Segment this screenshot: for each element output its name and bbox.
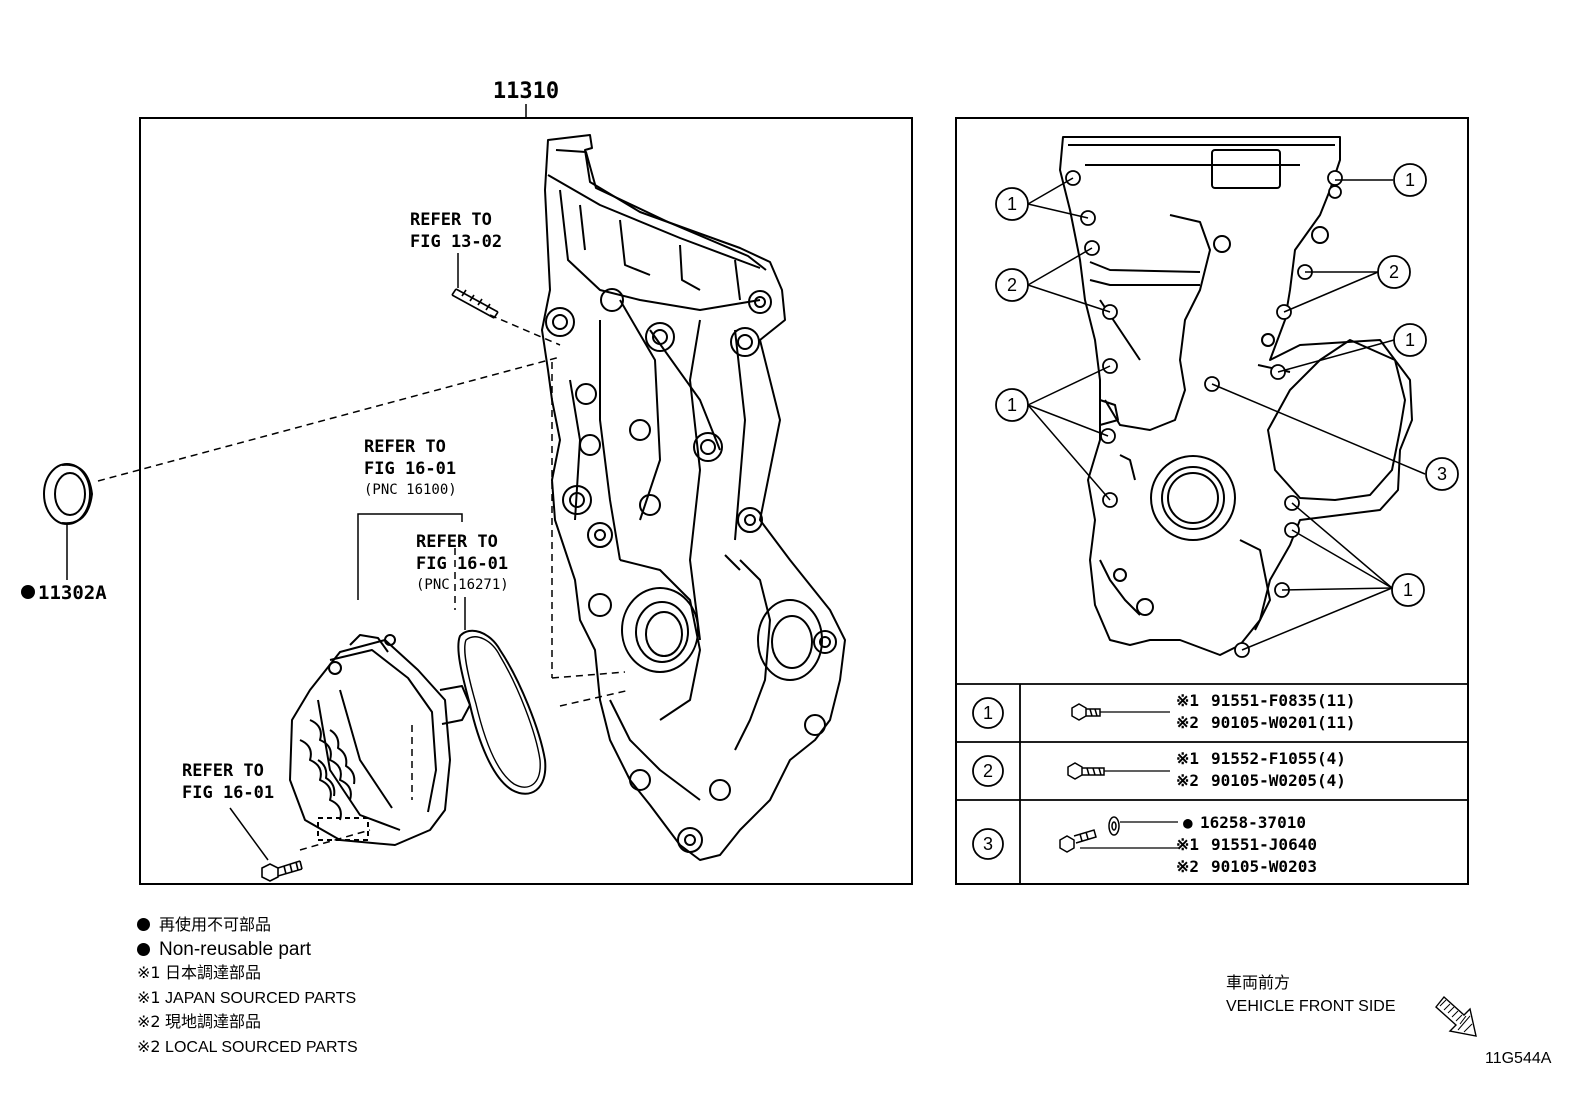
bolt-callout-line2: FIG 16-01 [182,783,274,803]
bolt-marker: 1 [1393,163,1427,197]
bolt-marker: 2 [995,268,1029,302]
legend-japan-en: ※1 JAPAN SOURCED PARTS [137,987,357,1007]
bolt-marker: 1 [0,0,5,4]
gasket-callout-line1: REFER TO [416,532,498,552]
svg-text:1: 1 [1007,395,1017,415]
part-number: 90105-W0205(4) [1211,771,1346,790]
stud-bolt-drawing [451,288,499,319]
part-number: 91552-F1055(4) [1211,749,1346,768]
part-number: 90105-W0201(11) [1211,713,1356,732]
pump-bolt-drawing [261,860,303,882]
bolt-icon [1071,703,1170,721]
part-number: 90105-W0203 [1211,857,1317,876]
bolt-callout-line1: REFER TO [182,761,264,781]
svg-text:1: 1 [1007,194,1017,214]
nonreusable-dot-icon [21,585,35,599]
leader-lines [229,253,466,861]
row-key: 2 [983,761,993,781]
bolt-marker: 1 [1393,323,1427,357]
part-number: 91551-F0835(11) [1211,691,1356,710]
bolt-marker: 1 [1391,573,1425,607]
vehicle-front-jp: 車両前方 [1226,975,1291,992]
part-mark: ● [1183,813,1193,832]
oil-seal-drawing [43,463,94,580]
bolt-holes [1065,170,1343,658]
svg-text:2: 2 [1389,262,1399,282]
gasket-callout-pnc: (PNC 16271) [416,577,509,593]
pump-callout-line2: FIG 16-01 [364,459,456,479]
bolt-marker: 2 [1377,255,1411,289]
water-pump-drawing [289,634,471,846]
alignment-lines [97,314,631,851]
bolt-table-row: 3 ● 16258-37010 ※1 91551-J0640 ※2 90105-… [972,813,1317,876]
part-mark: ※2 [1176,771,1199,790]
part-mark: ※2 [1176,857,1199,876]
bolt-table-row: 2 ※1 91552-F1055(4) ※2 90105-W0205(4) [972,749,1346,790]
legend-local-jp: ※2 現地調達部品 [137,1012,262,1031]
vehicle-front-label: 車両前方 VEHICLE FRONT SIDE [1226,972,1396,1018]
bolt-washer-icon [1059,816,1180,853]
oil-seal-part-number: 11302A [38,582,107,604]
marker-leaders [1027,177,1426,651]
bolt-marker: 1 [995,187,1029,221]
bolt-markers: 1 1 1 1 1 1 2 2 3 [0,0,1459,607]
gasket-callout-line2: FIG 16-01 [416,554,508,574]
row-key: 3 [983,834,993,854]
svg-text:3: 3 [1437,464,1447,484]
figure-code: 11G544A [1485,1050,1552,1067]
gasket-drawing [457,629,547,795]
part-mark: ※1 [1176,691,1199,710]
vehicle-front-arrow-icon [1435,995,1477,1037]
part-mark: ※1 [1176,835,1199,854]
part-number: 91551-J0640 [1211,835,1317,854]
main-part-number: 11310 [493,79,559,104]
part-mark: ※2 [1176,713,1199,732]
legend-nonreusable-en: Non-reusable part [137,938,358,962]
legend: 再使用不可部品 Non-reusable part ※1 日本調達部品 ※1 J… [137,914,358,1059]
row-key: 1 [983,703,993,723]
bolt-marker: 1 [995,388,1029,422]
nonreusable-dot-icon [137,942,150,956]
pump-callout-line1: REFER TO [364,437,446,457]
legend-nonreusable-jp: 再使用不可部品 [137,914,358,938]
pump-callout-pnc: (PNC 16100) [364,482,457,498]
nonreusable-dot-icon [137,918,150,931]
bolt-table-row: 1 ※1 91551-F0835(11) ※2 90105-W0201(11) [972,691,1356,732]
legend-japan-jp: ※1 日本調達部品 [137,963,262,982]
part-mark: ※1 [1176,749,1199,768]
bolt-icon [1067,762,1170,780]
legend-local-en: ※2 LOCAL SOURCED PARTS [137,1036,358,1056]
part-number: 16258-37010 [1200,813,1306,832]
svg-text:1: 1 [1405,170,1415,190]
bolt-table [956,683,1468,884]
bolt-marker: 3 [1425,457,1459,491]
timing-cover-drawing [541,134,846,861]
cover-front-view [1059,136,1413,656]
svg-text:1: 1 [1405,330,1415,350]
stud-callout-line2: FIG 13-02 [410,232,502,252]
svg-text:2: 2 [1007,275,1017,295]
bolt-location-frame [955,117,1469,885]
vehicle-front-en: VEHICLE FRONT SIDE [1226,998,1396,1015]
stud-callout-line1: REFER TO [410,210,492,230]
svg-text:1: 1 [1403,580,1413,600]
